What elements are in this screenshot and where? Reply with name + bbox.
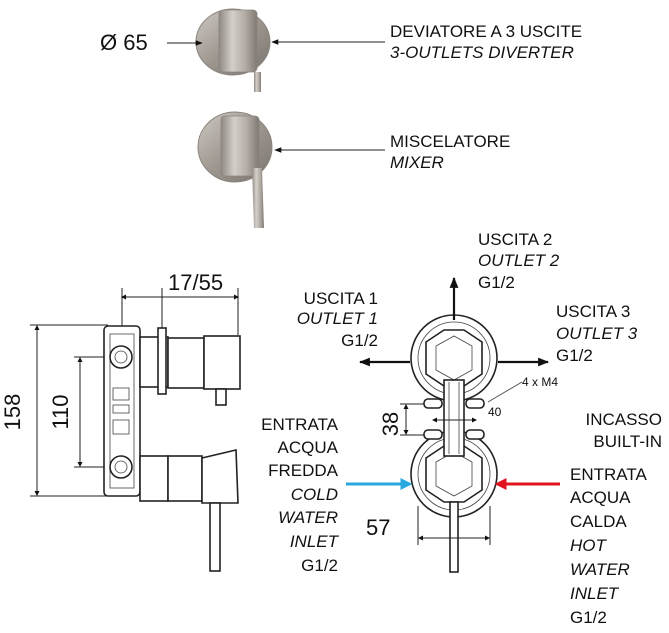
dim-height-label: 158 [0, 394, 25, 431]
hot-l6: INLET [570, 584, 620, 603]
outlet1-en: OUTLET 1 [297, 309, 378, 328]
hot-l2: ACQUA [570, 488, 631, 507]
diameter-label: Ø 65 [100, 30, 148, 55]
mixer-label-en: MIXER [390, 153, 444, 172]
hot-l1: ENTRATA [570, 465, 647, 484]
side-view: 17/55 158 110 [0, 270, 241, 572]
diverter-image [195, 8, 271, 92]
outlet1-size: G1/2 [341, 331, 378, 350]
hot-l3: CALDA [570, 512, 627, 531]
outlet2-it: USCITA 2 [478, 230, 552, 249]
mixer-label-it: MISCELATORE [390, 132, 510, 151]
front-view: 4 x M4 40 38 57 [346, 276, 560, 573]
diverter-label-en: 3-OUTLETS DIVERTER [390, 43, 574, 62]
hot-size: G1/2 [570, 608, 607, 627]
cold-l5: WATER [278, 508, 338, 527]
outlet2-size: G1/2 [478, 273, 515, 292]
screws-label: 4 x M4 [522, 375, 558, 389]
hot-l5: WATER [570, 560, 630, 579]
dim-width-label: 17/55 [168, 270, 223, 295]
outlet3-en: OUTLET 3 [556, 324, 638, 343]
cold-size: G1/2 [301, 556, 338, 575]
builtin-en: BUILT-IN [593, 432, 662, 451]
dim-inner-label: 110 [48, 394, 73, 429]
builtin-it: INCASSO [585, 410, 662, 429]
outlet3-size: G1/2 [556, 346, 593, 365]
dim-57-label: 57 [366, 515, 390, 540]
outlet1-it: USCITA 1 [304, 289, 378, 308]
cold-l6: INLET [290, 532, 340, 551]
dim-40-label: 40 [488, 405, 502, 419]
outlet2-en: OUTLET 2 [478, 251, 560, 270]
cold-l4: COLD [291, 485, 338, 504]
dim-38-label: 38 [378, 412, 403, 436]
diverter-label-it: DEVIATORE A 3 USCITE [390, 22, 582, 41]
cold-l2: ACQUA [278, 438, 339, 457]
outlet3-it: USCITA 3 [556, 302, 630, 321]
hot-l4: HOT [570, 536, 608, 555]
cold-l1: ENTRATA [261, 415, 338, 434]
cold-l3: FREDDA [268, 461, 339, 480]
mixer-image [197, 111, 273, 228]
